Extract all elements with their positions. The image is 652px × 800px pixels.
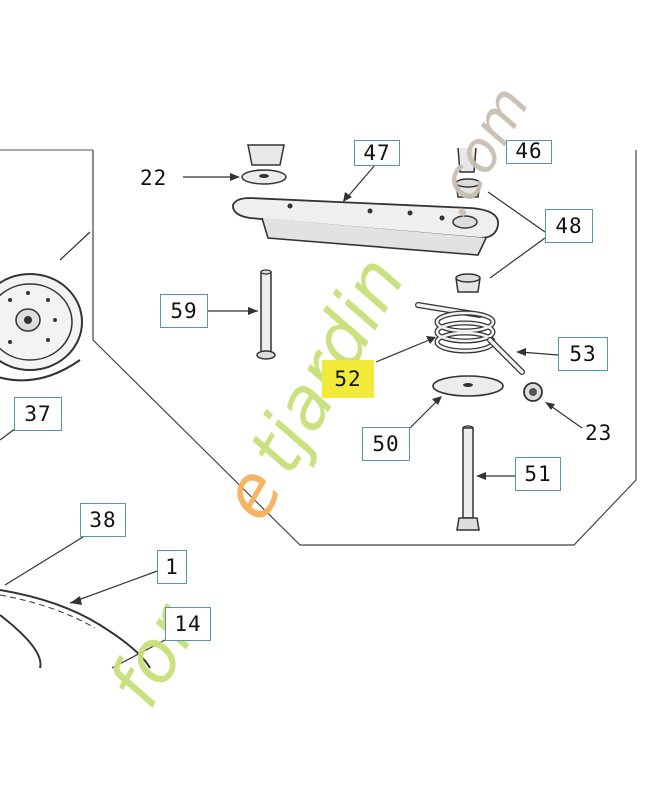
- label-59: 59: [160, 294, 208, 328]
- label-50: 50: [362, 427, 410, 461]
- label-47: 47: [354, 140, 400, 166]
- washer-50-icon: [432, 375, 504, 397]
- label-51: 51: [515, 457, 561, 491]
- label-37: 37: [14, 397, 62, 431]
- label-46: 46: [506, 139, 552, 164]
- bolt-51-icon: [456, 425, 480, 531]
- label-23: 23: [585, 421, 613, 445]
- idler-arm-47-icon: [232, 197, 499, 256]
- pulley-icon: [0, 273, 83, 382]
- label-38: 38: [80, 503, 126, 537]
- spring-52-icon: [415, 302, 525, 375]
- label-22: 22: [140, 166, 168, 190]
- nut-23-icon: [523, 382, 543, 402]
- label-48: 48: [545, 209, 593, 243]
- detail-panel-outline: [92, 150, 637, 546]
- pin-59-icon: [256, 269, 276, 360]
- label-53: 53: [558, 337, 608, 371]
- bushing-48-icon: [455, 178, 481, 293]
- bolt-46-icon: [457, 147, 477, 173]
- belt-icon: [0, 589, 151, 669]
- washer-22-icon: [241, 144, 287, 185]
- label-52: 52: [322, 360, 374, 398]
- label-1: 1: [157, 550, 187, 584]
- label-14: 14: [165, 607, 211, 641]
